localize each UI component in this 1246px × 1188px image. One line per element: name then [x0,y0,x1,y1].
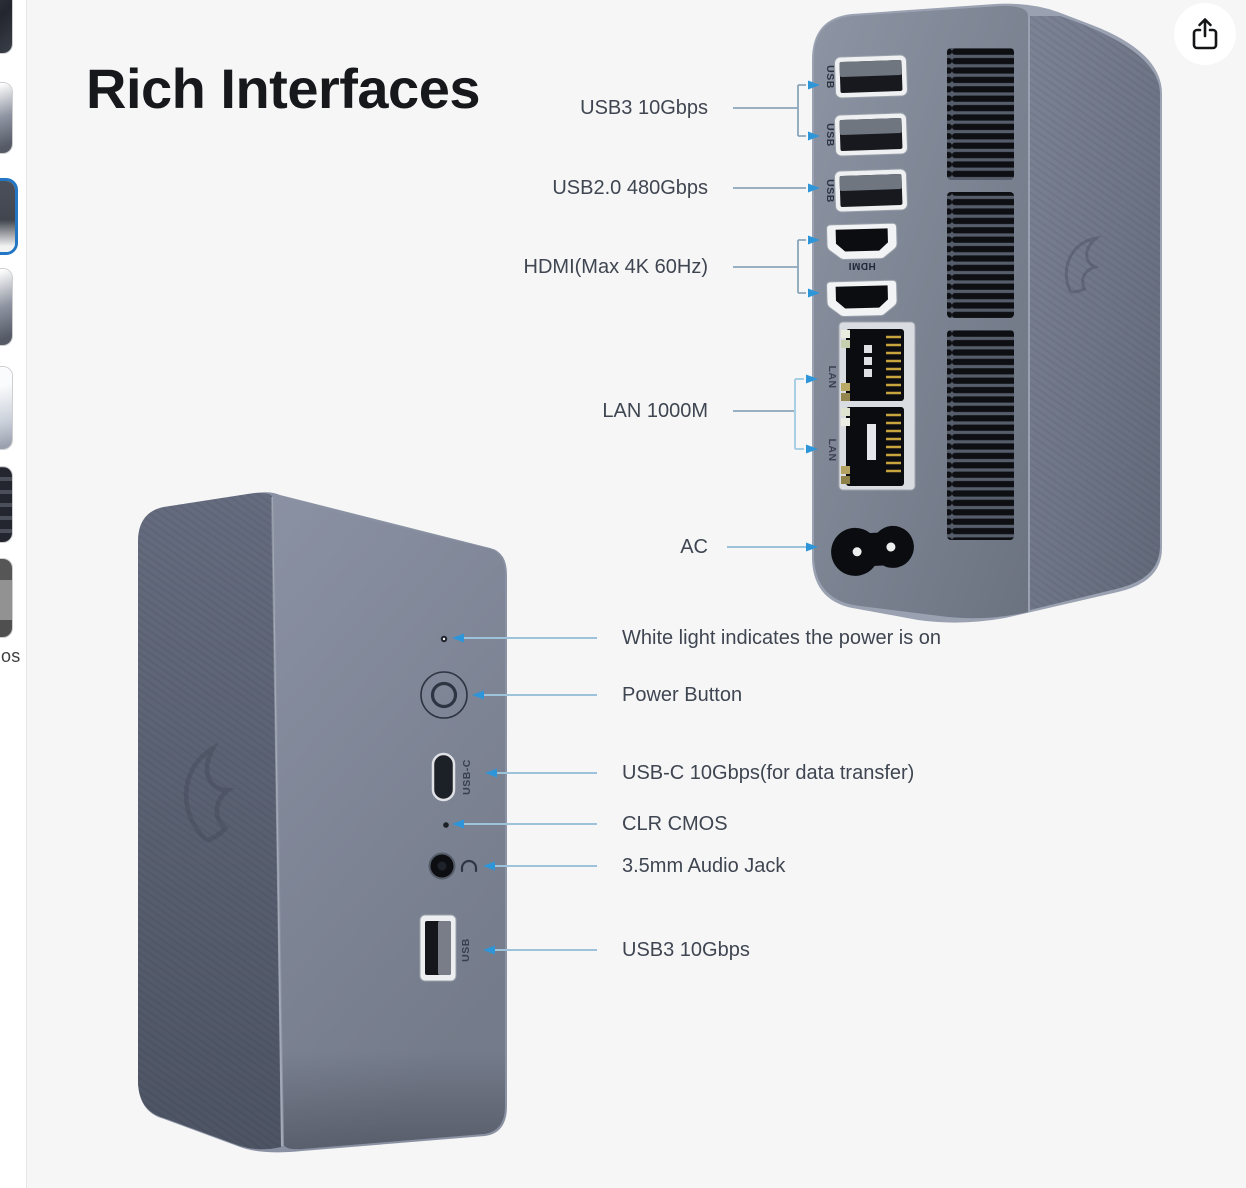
usb-a-front-port [419,914,457,982]
usb-a-port-1 [833,54,908,99]
brand-logo-back [1064,235,1102,294]
headphone-icon [460,859,478,873]
usb-c-port [431,752,456,802]
vent-grille-top [947,48,1014,180]
callout-lines [462,84,806,951]
mini-pc-back-view: USB USB USB HDMI [812,3,1162,623]
thumbnail-product-view-2[interactable] [0,268,13,346]
ac-power-inlet [831,525,914,576]
mini-pc-front-view: USB-C USB [138,492,507,1153]
callout-label-lan: LAN 1000M [602,400,708,422]
thumbnail-video[interactable] [0,558,13,638]
thumbnail-product-angle[interactable] [0,0,13,54]
thumbnail-product-light[interactable] [0,366,13,450]
vent-grille-bottom [947,330,1014,540]
audio-jack [428,852,456,880]
clr-cmos-pinhole [443,822,449,828]
brand-logo-front [183,742,235,843]
callout-label-hdmi: HDMI(Max 4K 60Hz) [523,256,708,278]
callout-label-usbc: USB-C 10Gbps(for data transfer) [622,762,915,784]
callout-label-ac: AC [680,536,708,558]
callout-label-power-btn: Power Button [622,684,743,706]
callout-label-usb3-back: USB3 10Gbps [580,97,708,119]
power-button[interactable] [420,671,468,719]
thumbnail-image [0,467,12,542]
callout-label-clr-cmos: CLR CMOS [622,813,728,835]
lan-ports [838,321,916,491]
usb-c-port-text: USB-C [461,759,473,795]
thumbnail-image [0,367,12,449]
callout-label-audio-jack: 3.5mm Audio Jack [622,855,786,877]
share-button[interactable] [1174,3,1236,65]
thumbnail-rich-interfaces[interactable] [0,178,18,255]
callout-arrows [452,80,820,955]
thumbnail-rail: os [0,0,27,1188]
thumbnail-image [0,559,12,637]
hdmi-port-1 [826,222,898,261]
videos-label: os [1,646,21,666]
thumbnail-image [0,181,15,252]
thumbnail-image [0,269,12,345]
hdmi-port-2 [826,279,898,318]
thumbnail-image [0,0,12,53]
page-title: Rich Interfaces [86,56,481,120]
hdmi-port-text: HDMI [848,260,876,271]
usb-a-port-3 [833,168,908,213]
lan-port-text-2: LAN [826,438,838,461]
usb-a-port-2 [833,112,908,157]
thumbnail-image [0,83,12,153]
power-led-light [442,637,446,641]
usb-front-port-text: USB [460,938,472,962]
usb-port-text-3: USB [824,179,836,203]
callout-label-usb2: USB2.0 480Gbps [552,177,708,199]
usb-port-text-1: USB [824,65,836,89]
usb-port-text-2: USB [824,123,836,147]
thumbnail-ports-closeup[interactable] [0,466,13,543]
callout-label-usb3-front: USB3 10Gbps [622,939,750,961]
lan-port-text-1: LAN [826,365,838,388]
share-ios-icon [1192,18,1218,50]
vent-grille-middle [947,192,1014,318]
thumbnail-product-view[interactable] [0,82,13,154]
callout-label-power-led: White light indicates the power is on [622,627,942,649]
